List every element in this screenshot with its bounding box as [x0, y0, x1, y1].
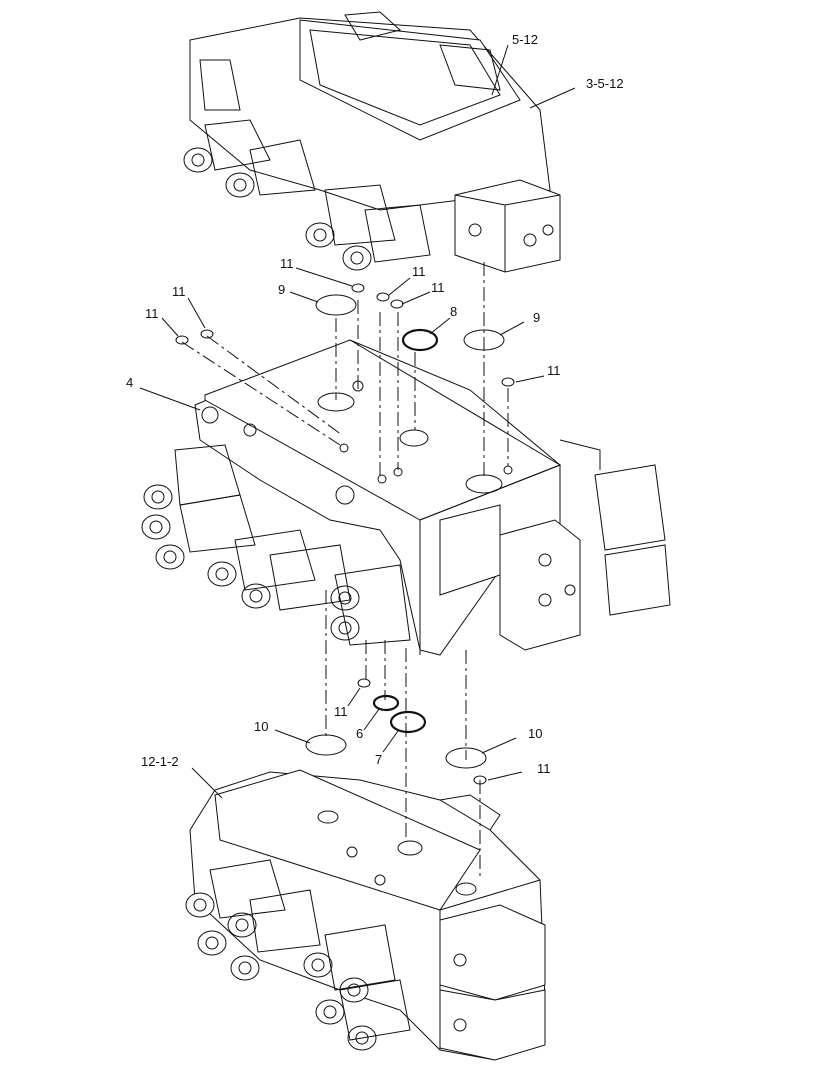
leader-lines [139, 44, 576, 799]
o-ring-10-left [305, 734, 347, 756]
o-ring-9-right [463, 329, 505, 351]
callout-11: 11 [537, 761, 551, 776]
callout-8: 8 [450, 304, 457, 319]
o-ring-7 [389, 710, 427, 734]
o-ring-6 [372, 694, 400, 712]
seal-11 [376, 292, 390, 302]
bottom-valve-assembly [185, 769, 546, 1061]
callout-3-5-12: 3-5-12 [586, 76, 624, 91]
callout-11: 11 [431, 280, 445, 295]
top-valve-assembly [183, 11, 561, 273]
callout-labels: 5-12 3-5-12 11 11 11 9 11 11 8 9 11 4 10… [126, 32, 624, 776]
callout-12-1-2: 12-1-2 [141, 754, 179, 769]
callout-11: 11 [412, 264, 426, 279]
callout-7: 7 [375, 752, 382, 767]
callout-11: 11 [145, 306, 159, 321]
callout-5-12: 5-12 [512, 32, 538, 47]
callout-11: 11 [280, 256, 294, 271]
alignment-lines [181, 262, 509, 880]
o-ring-8 [401, 328, 439, 352]
callout-9: 9 [533, 310, 540, 325]
callout-6: 6 [356, 726, 363, 741]
callout-11: 11 [547, 363, 561, 378]
seal-11 [357, 678, 371, 688]
seal-11 [200, 329, 214, 339]
seal-11 [175, 335, 189, 345]
seal-11 [351, 283, 365, 293]
seal-11 [501, 377, 515, 387]
o-ring-10-right [445, 747, 487, 769]
o-ring-9-left [315, 294, 357, 316]
callout-11: 11 [172, 284, 186, 299]
callout-10: 10 [254, 719, 268, 734]
middle-valve-assembly [141, 339, 671, 656]
callout-10: 10 [528, 726, 542, 741]
callout-9: 9 [278, 282, 285, 297]
seal-11 [390, 299, 404, 309]
seals [175, 283, 515, 785]
callout-11: 11 [334, 704, 348, 719]
callout-4: 4 [126, 375, 133, 390]
seal-11 [473, 775, 487, 785]
